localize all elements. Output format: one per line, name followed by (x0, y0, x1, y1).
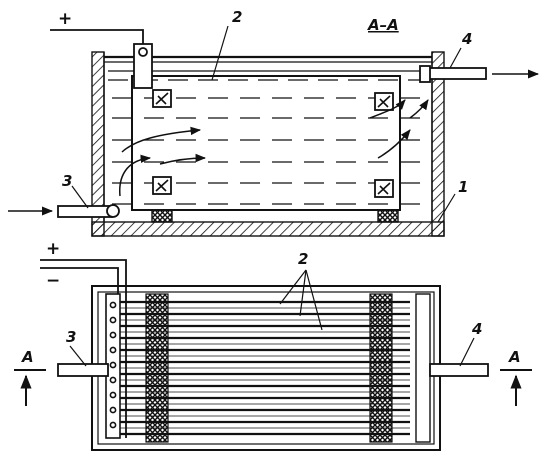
plan-callout-outlet: 4 (471, 320, 482, 338)
electrode-hanger (133, 43, 153, 89)
insulator-bolts (152, 89, 394, 198)
section-mark-left: A (21, 348, 34, 366)
leader-lines (71, 25, 462, 223)
electrode-plates (120, 300, 410, 436)
section-label: A–A (367, 16, 399, 34)
support-blocks (151, 209, 399, 223)
callout-tank: 1 (458, 178, 468, 196)
outlet-compartment (415, 293, 431, 443)
electrode-plate (131, 75, 401, 211)
positive-sign: + (58, 9, 72, 29)
section-mark-right: A (508, 348, 521, 366)
inlet-pipe (57, 204, 120, 218)
plan-positive-sign: + (46, 239, 60, 259)
callout-inlet: 3 (62, 172, 72, 190)
plan-leader-lines (69, 269, 475, 367)
plan-inlet-pipe (57, 363, 109, 377)
plan-callout-inlet: 3 (66, 328, 76, 346)
section-view: + 2 A–A 4 3 1 (8, 8, 540, 237)
bus-bar (104, 55, 432, 63)
plan-negative-sign: − (46, 271, 60, 291)
positive-lead (50, 29, 144, 44)
section-cut-marks (14, 369, 532, 406)
callout-outlet: 4 (461, 30, 472, 48)
callout-electrodes: 2 (298, 250, 308, 268)
plan-view: + − 2 3 4 A A (14, 239, 532, 451)
electrode-gaps (120, 307, 410, 429)
power-leads (40, 259, 127, 438)
tank-wall (91, 51, 445, 237)
callout-electrode: 2 (232, 8, 242, 26)
flow-arrows (119, 99, 429, 197)
outlet-pipe (419, 65, 487, 83)
plan-outlet-pipe (429, 363, 489, 377)
